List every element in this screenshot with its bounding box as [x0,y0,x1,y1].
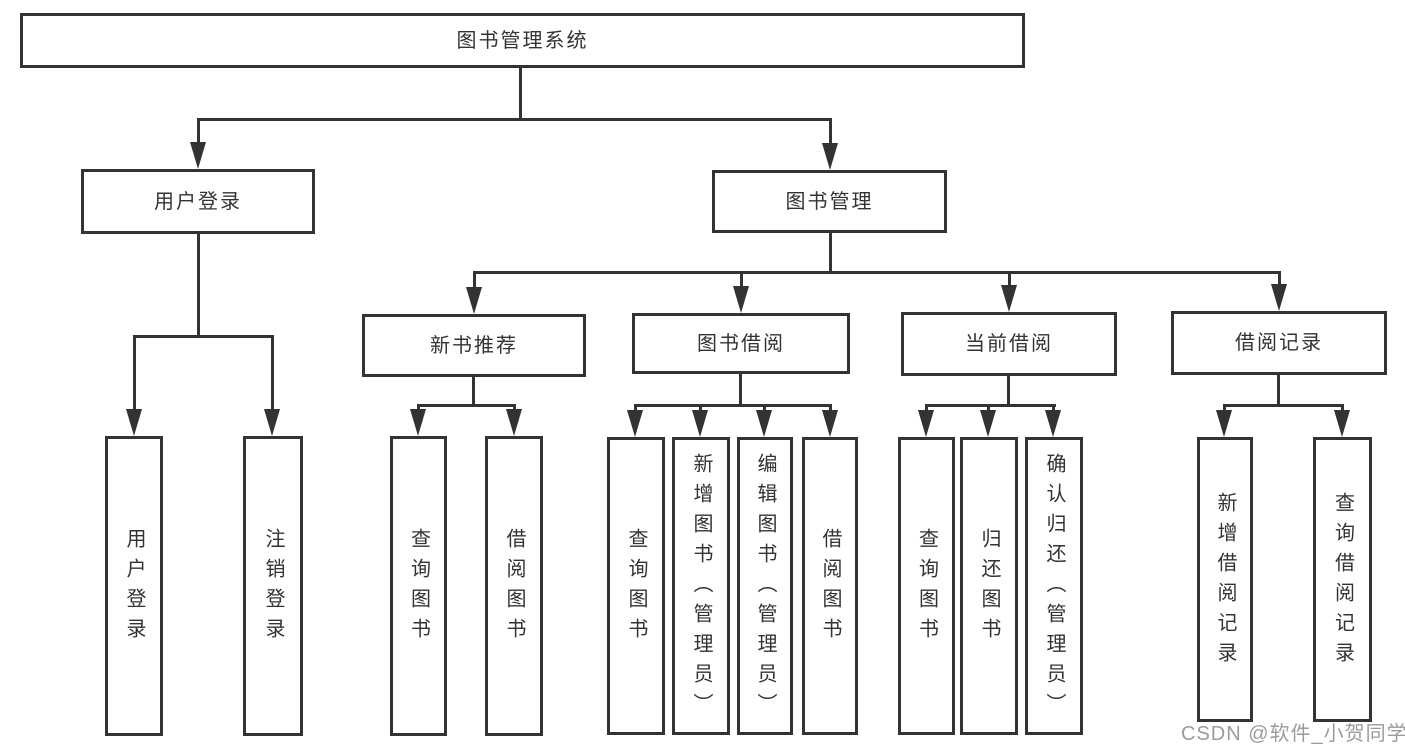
node-user-login: 用户登录 [81,169,315,234]
connector-userlogin-stem [197,234,200,337]
arrow-down-icon [1001,285,1017,312]
arrow-down-icon [1271,284,1287,311]
arrow-down-icon [1045,410,1061,437]
connector-newbookrec-stem [472,377,475,406]
arrow-down-icon [756,410,772,437]
arrow-down-icon [264,409,280,436]
leaf-logout-label: 注销登录 [262,528,284,648]
connector-currentborrow-bar [925,404,1056,407]
leaf-bb-borrow-books: 借阅图书 [802,437,858,735]
connector-bookmgmt-stem [829,233,832,273]
arrow-down-icon [918,410,934,437]
connector-leaf-shaft [763,404,766,414]
leaf-cb-return-books: 归还图书 [960,437,1018,735]
leaf-bb-search-books: 查询图书 [607,437,665,735]
leaf-cb-search-books: 查询图书 [898,437,955,735]
connector-level2-bar [473,271,1280,274]
connector-bookmgmt-shaft [829,118,832,150]
leaf-br-add-record-label: 新增借阅记录 [1214,491,1236,672]
node-book-mgmt-label: 图书管理 [785,190,874,213]
node-borrow-record: 借阅记录 [1171,311,1387,375]
connector-bookborrow-stem [739,374,742,406]
connector-newbookrec-bar [417,404,516,407]
arrow-down-icon [822,143,838,170]
arrow-down-icon [692,410,708,437]
connector-root-stem [519,68,522,120]
arrow-down-icon [126,409,142,436]
leaf-br-search-record-label: 查询借阅记录 [1331,491,1354,672]
csdn-watermark: CSDN @软件_小贺同学 [1181,723,1405,745]
connector-leaf-shaft [1341,404,1344,414]
connector-level1-bar [197,118,831,121]
leaf-bb-borrow-books-label: 借阅图书 [819,528,841,648]
node-root-label: 图书管理系统 [456,29,589,52]
connector-leaf-shaft [634,404,637,414]
node-book-borrow: 图书借阅 [632,313,850,374]
leaf-user-login: 用户登录 [105,436,163,736]
connector-leaf-shaft [271,335,274,413]
node-book-borrow-label: 图书借阅 [697,332,785,355]
node-borrow-record-label: 借阅记录 [1235,332,1323,354]
leaf-bb-edit-books-admin-label: 编辑图书（管理员） [754,453,776,723]
node-new-book-rec: 新书推荐 [362,314,586,377]
leaf-bb-add-books-admin-label: 新增图书（管理员） [690,453,712,723]
leaf-bb-add-books-admin: 新增图书（管理员） [672,437,730,735]
leaf-cb-search-books-label: 查询图书 [915,528,938,648]
connector-leaf-shaft [1223,404,1226,414]
arrow-down-icon [506,409,522,436]
leaf-cb-confirm-return-admin: 确认归还（管理员） [1025,437,1083,735]
leaf-bb-edit-books-admin: 编辑图书（管理员） [737,437,793,735]
connector-borrowrecord-bar [1223,404,1344,407]
leaf-br-search-record: 查询借阅记录 [1313,437,1372,722]
leaf-logout: 注销登录 [243,436,303,736]
leaf-nbr-borrow-books-label: 借阅图书 [503,528,525,648]
leaf-nbr-search-books-label: 查询图书 [407,528,430,648]
arrow-down-icon [1216,410,1232,437]
arrow-down-icon [733,286,749,313]
arrow-down-icon [466,287,482,314]
connector-leaf-shaft [925,404,928,414]
connector-leaf-shaft [1052,404,1055,414]
leaf-bb-search-books-label: 查询图书 [625,528,647,648]
arrow-down-icon [1334,410,1350,437]
node-book-mgmt: 图书管理 [712,170,947,233]
connector-leaf-shaft [987,404,990,414]
connector-leaf-shaft [1278,271,1281,289]
connector-borrowrecord-stem [1277,375,1280,406]
arrow-down-icon [190,142,206,169]
connector-userlogin-shaft [197,118,200,150]
arrow-down-icon [627,410,643,437]
connector-leaf-shaft [740,271,743,289]
arrow-down-icon [980,410,996,437]
connector-currentborrow-stem [1007,376,1010,406]
connector-leaf-shaft [133,335,136,413]
leaf-nbr-borrow-books: 借阅图书 [485,436,543,736]
connector-leaf-shaft [1008,271,1011,289]
node-current-borrow: 当前借阅 [901,312,1117,376]
node-root: 图书管理系统 [20,13,1025,68]
node-user-login-label: 用户登录 [154,190,242,213]
arrow-down-icon [410,409,426,436]
leaf-user-login-label: 用户登录 [123,528,145,648]
node-new-book-rec-label: 新书推荐 [430,334,518,357]
connector-leaf-shaft [699,404,702,414]
node-current-borrow-label: 当前借阅 [965,333,1053,355]
connector-bookborrow-bar [634,404,832,407]
connector-leaf-shaft [473,271,476,289]
leaf-cb-return-books-label: 归还图书 [978,528,1000,648]
leaf-br-add-record: 新增借阅记录 [1197,437,1253,722]
connector-userlogin-bar [133,335,274,338]
connector-leaf-shaft [829,404,832,414]
arrow-down-icon [822,410,838,437]
leaf-cb-confirm-return-admin-label: 确认归还（管理员） [1043,453,1065,723]
leaf-nbr-search-books: 查询图书 [390,436,447,736]
